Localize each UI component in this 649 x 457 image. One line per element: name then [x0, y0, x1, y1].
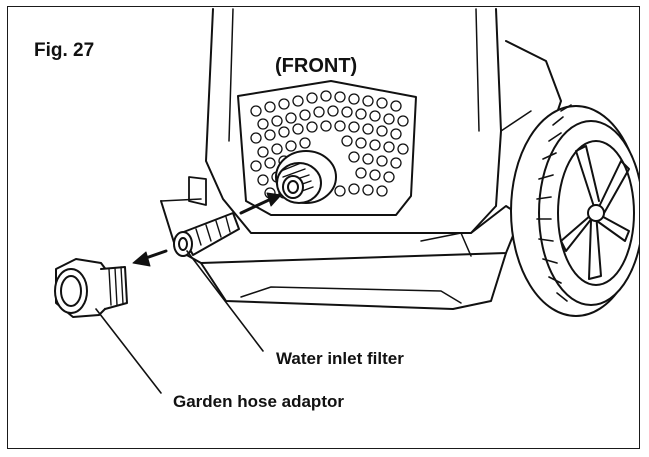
front-grille: [237, 80, 417, 216]
inlet-arrow: [239, 192, 282, 215]
pressure-washer-illustration: [54, 8, 639, 394]
hose-adaptor-leader: [95, 308, 162, 394]
wheel: [510, 104, 639, 317]
figure-frame: Fig. 27 (FRONT) Water inlet filter Garde…: [7, 6, 640, 449]
garden-hose-adaptor-label: Garden hose adaptor: [173, 392, 344, 411]
washer-body: [160, 8, 562, 310]
adaptor-arrow: [132, 249, 168, 267]
water-inlet-filter-label: Water inlet filter: [276, 349, 404, 368]
water-inlet-filter: [173, 212, 240, 257]
view-label: (FRONT): [275, 55, 358, 77]
garden-hose-adaptor: [54, 258, 128, 318]
callout-leaders: [95, 250, 264, 394]
water-inlet-fitting: [275, 150, 337, 204]
figure-number-label: Fig. 27: [34, 40, 95, 61]
inlet-filter-leader: [186, 250, 264, 352]
